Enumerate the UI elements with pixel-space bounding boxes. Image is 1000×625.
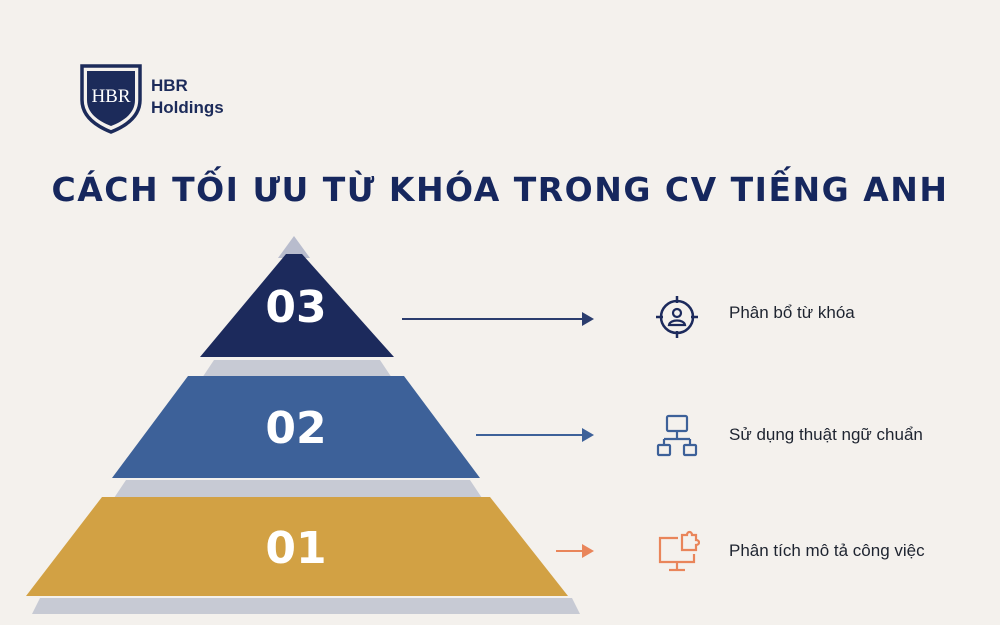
tier-3-shadow — [202, 360, 392, 378]
tier-1-label: Phân tích mô tả công việc — [729, 541, 925, 560]
monitor-puzzle-icon — [658, 530, 700, 572]
brand-name: HBR Holdings — [151, 75, 224, 119]
tier-3-arrow — [402, 312, 594, 326]
pyramid-tip-shadow — [278, 236, 310, 258]
brand-line-2: Holdings — [151, 98, 224, 117]
tier-3-number: 03 — [265, 282, 327, 333]
tier-3-label: Phân bổ từ khóa — [729, 303, 855, 322]
arrow-head-icon — [582, 312, 594, 326]
network-diagram-icon — [656, 414, 698, 457]
tier-2-label: Sử dụng thuật ngữ chuẩn — [729, 425, 923, 444]
tier-2-shape — [112, 376, 480, 478]
arrow-head-icon — [582, 544, 594, 558]
brand-line-1: HBR — [151, 76, 188, 95]
tier-2-number: 02 — [265, 403, 327, 454]
tier-1-shape — [26, 497, 568, 596]
tier-1-arrow — [556, 544, 594, 558]
page-title: CÁCH TỐI ƯU TỪ KHÓA TRONG CV TIẾNG ANH — [51, 170, 949, 209]
tier-1-number: 01 — [265, 523, 327, 574]
target-user-icon — [656, 296, 698, 338]
tier-1-shadow — [32, 598, 580, 614]
tier-2-shadow — [114, 480, 482, 498]
hbr-shield-logo: HBR — [80, 64, 142, 134]
logo-monogram: HBR — [91, 86, 130, 107]
arrow-head-icon — [582, 428, 594, 442]
tier-3-shape — [200, 254, 394, 357]
tier-2-arrow — [476, 428, 594, 442]
